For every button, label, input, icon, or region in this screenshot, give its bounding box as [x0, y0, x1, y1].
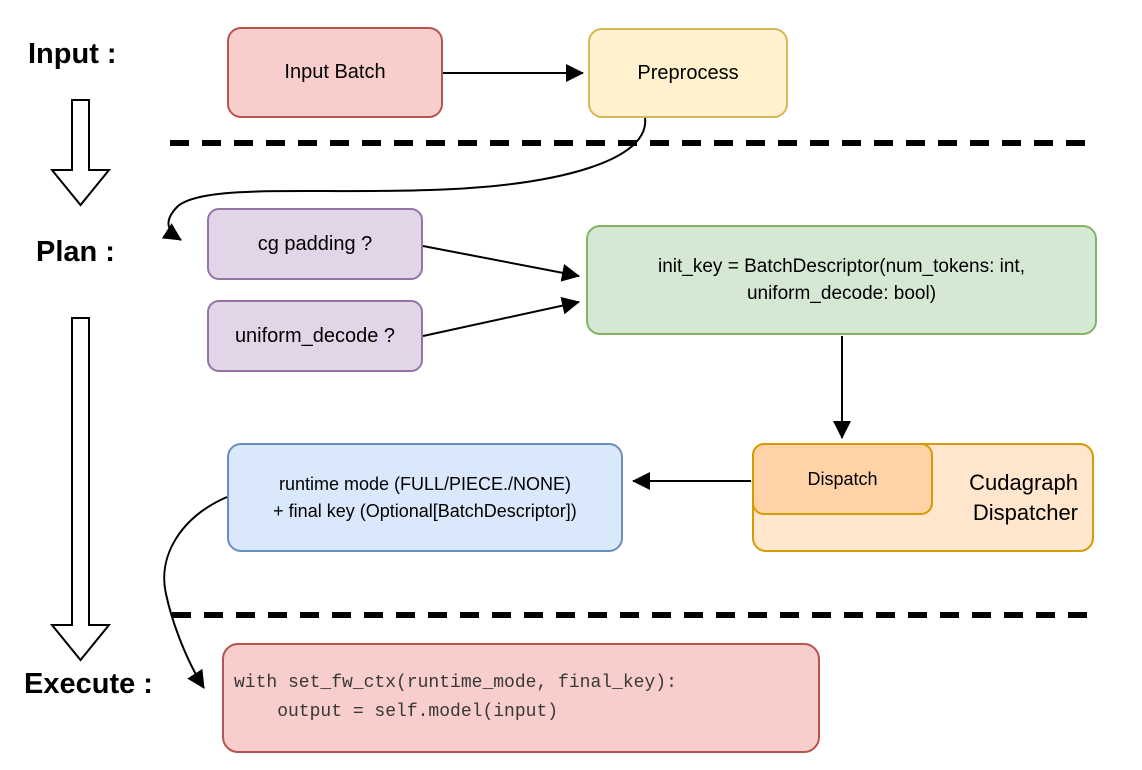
- execute-code-node: with set_fw_ctx(runtime_mode, final_key)…: [222, 643, 820, 753]
- arrow-runtimemode-to-executecode: [163, 496, 228, 689]
- input-batch-label: Input Batch: [284, 61, 386, 83]
- uniform-decode-node: uniform_decode ?: [207, 300, 423, 372]
- init-key-node: init_key = BatchDescriptor(num_tokens: i…: [586, 225, 1097, 335]
- execute-stage-label: Execute :: [24, 668, 153, 700]
- runtime-mode-node: runtime mode (FULL/PIECE./NONE) + final …: [227, 443, 623, 552]
- down-arrow-icon: [49, 99, 112, 207]
- input-stage-label: Input :: [28, 38, 117, 70]
- input-batch-node: Input Batch: [227, 27, 443, 118]
- dispatch-label: Dispatch: [807, 468, 878, 489]
- down-arrow-icon: [49, 317, 112, 662]
- cg-padding-node: cg padding ?: [207, 208, 423, 280]
- arrow-uniformdecode-to-initkey: [422, 296, 580, 337]
- cudagraph-dispatcher-line1: Cudagraph: [969, 469, 1078, 495]
- preprocess-label: Preprocess: [637, 61, 739, 84]
- preprocess-node: Preprocess: [588, 28, 788, 118]
- cudagraph-dispatcher-line2: Dispatcher: [972, 499, 1078, 525]
- dispatch-node: Dispatch: [752, 443, 933, 515]
- runtime-mode-line2: + final key (Optional[BatchDescriptor]): [273, 500, 577, 521]
- execute-code-line1: with set_fw_ctx(runtime_mode, final_key)…: [234, 673, 677, 693]
- init-key-line2: uniform_decode: bool): [746, 283, 937, 304]
- runtime-mode-line1: runtime mode (FULL/PIECE./NONE): [278, 473, 572, 494]
- plan-stage-label: Plan :: [36, 236, 115, 268]
- uniform-decode-label: uniform_decode ?: [234, 324, 396, 347]
- init-key-line1: init_key = BatchDescriptor(num_tokens: i…: [658, 256, 1025, 277]
- arrow-cgpadding-to-initkey: [422, 245, 580, 282]
- cg-padding-label: cg padding ?: [257, 232, 373, 255]
- execute-code-line2: output = self.model(input): [234, 702, 559, 722]
